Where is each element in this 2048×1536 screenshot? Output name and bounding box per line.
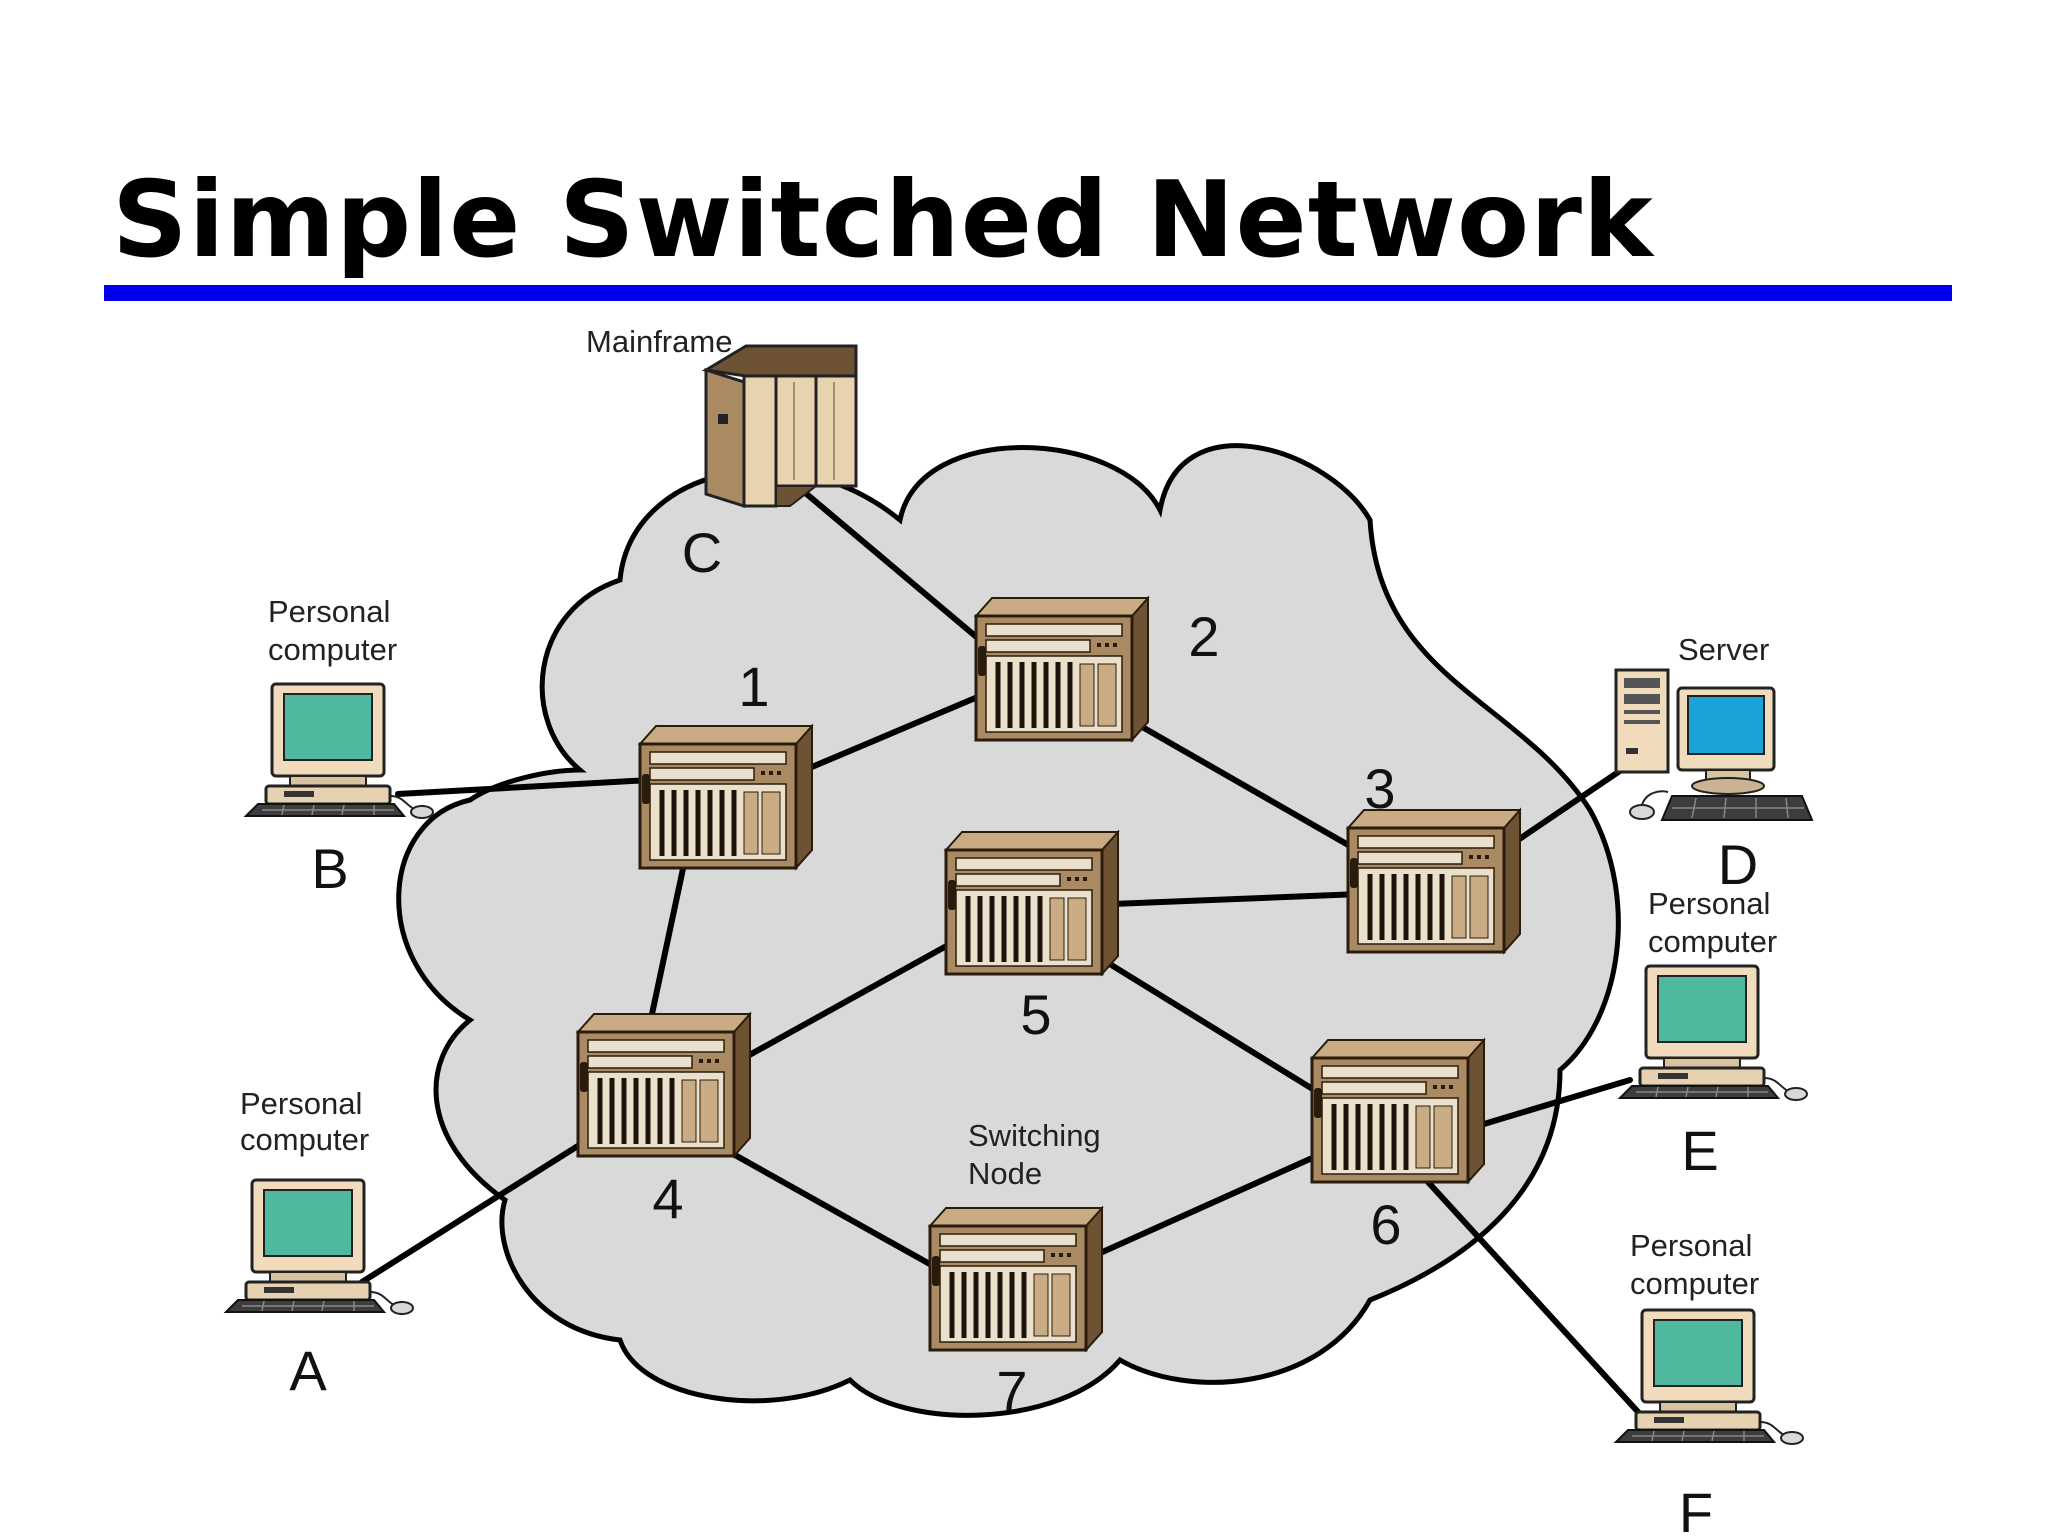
link-A-4 [359, 1129, 603, 1285]
title-underline [104, 285, 1952, 301]
station-type-label-F-1: computer [1630, 1266, 1759, 1301]
station-letter-C: C [682, 521, 722, 584]
labels-layer: 1234567APersonalcomputerBPersonalcompute… [240, 324, 1777, 1536]
station-type-label-C-0: Mainframe [586, 324, 732, 359]
node-number-2: 2 [1188, 605, 1219, 668]
station-letter-A: A [289, 1339, 327, 1402]
node-number-7: 7 [996, 1359, 1027, 1422]
link-1-4 [649, 861, 687, 1017]
link-4-5 [741, 941, 953, 1061]
link-4-7 [723, 1147, 947, 1275]
link-6-F [1425, 1179, 1663, 1439]
link-7-6 [1095, 1147, 1333, 1257]
switching-node-annotation-1: Node [968, 1156, 1042, 1191]
server-icon-D[interactable] [1614, 668, 1814, 822]
link-C-2 [787, 477, 983, 643]
node-number-4: 4 [652, 1167, 683, 1230]
mainframe-icon-C[interactable] [704, 344, 858, 508]
station-type-label-E-1: computer [1648, 924, 1777, 959]
station-letter-D: D [1718, 833, 1758, 896]
personal-computer-icon-B[interactable] [244, 682, 435, 820]
station-type-label-E-0: Personal [1648, 886, 1770, 921]
links-layer [359, 477, 1663, 1439]
station-type-label-D-0: Server [1678, 632, 1769, 667]
station-type-label-B-1: computer [268, 632, 397, 667]
switching-node-icon-1[interactable] [640, 726, 812, 868]
link-B-1 [395, 777, 653, 797]
link-5-6 [1097, 955, 1327, 1099]
personal-computer-icon-F[interactable] [1614, 1308, 1805, 1446]
node-number-6: 6 [1370, 1193, 1401, 1256]
node-number-3: 3 [1364, 757, 1395, 820]
station-type-label-F-0: Personal [1630, 1228, 1752, 1263]
station-letter-F: F [1679, 1481, 1713, 1536]
station-type-label-A-1: computer [240, 1122, 369, 1157]
station-type-label-A-0: Personal [240, 1086, 362, 1121]
station-letter-B: B [311, 837, 348, 900]
switching-node-icon-3[interactable] [1348, 810, 1520, 952]
switching-node-icon-4[interactable] [578, 1014, 750, 1156]
link-5-3 [1109, 891, 1363, 907]
slide-title: Simple Switched Network [112, 159, 1654, 281]
personal-computer-icon-A[interactable] [224, 1178, 415, 1316]
station-letter-E: E [1681, 1119, 1718, 1182]
node-number-1: 1 [738, 655, 769, 718]
personal-computer-icon-E[interactable] [1618, 964, 1809, 1102]
link-2-3 [1127, 717, 1367, 857]
node-number-5: 5 [1020, 983, 1051, 1046]
switching-node-annotation-0: Switching [968, 1118, 1101, 1153]
link-1-2 [797, 693, 983, 775]
switching-node-icon-6[interactable] [1312, 1040, 1484, 1182]
link-6-E [1481, 1077, 1633, 1127]
switching-node-icon-5[interactable] [946, 832, 1118, 974]
switching-node-icon-7[interactable] [930, 1208, 1102, 1350]
station-type-label-B-0: Personal [268, 594, 390, 629]
switching-node-icon-2[interactable] [976, 598, 1148, 740]
